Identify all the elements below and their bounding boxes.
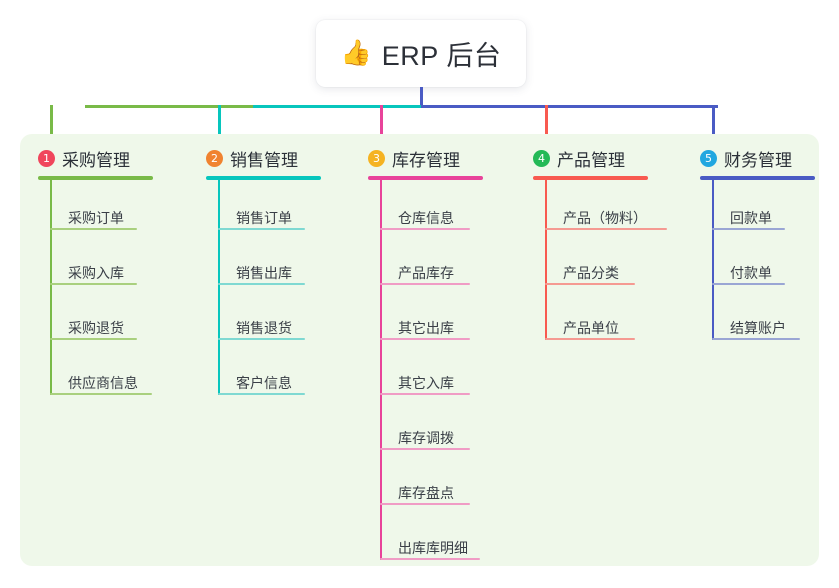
branch-item-label: 销售出库 [236,265,292,281]
branch-item-label: 仓库信息 [398,210,454,226]
branch-item-label: 产品单位 [563,320,619,336]
branch-item-label: 销售订单 [236,210,292,226]
branch-title-5: 财务管理 [724,151,792,170]
branch-item-rule [380,558,480,560]
bus-segment-teal [253,105,421,108]
branch-item-rule [380,228,470,230]
branch-item-label: 采购退货 [68,320,124,336]
branch-item-rule [50,283,137,285]
branch-number-badge-2: 2 [206,150,223,167]
branch-item-label: 产品分类 [563,265,619,281]
branch-item-label: 结算账户 [730,320,786,336]
branch-item-rule [545,338,635,340]
branch-header-1[interactable]: 1 采购管理 [38,146,130,171]
bus-segment-green [85,105,253,108]
bus-segment-blue [421,105,718,108]
branch-item-rule [712,338,800,340]
branch-title-3: 库存管理 [392,151,460,170]
branch-item-rule [50,338,137,340]
branch-item-label: 库存盘点 [398,485,454,501]
branch-number-badge-5: 5 [700,150,717,167]
branch-header-4[interactable]: 4 产品管理 [533,146,625,171]
branch-trunk-3 [380,179,382,560]
branch-item-label: 销售退货 [236,320,292,336]
branch-item-label: 其它出库 [398,320,454,336]
branch-item-label: 采购订单 [68,210,124,226]
branch-trunk-2 [218,179,220,395]
drop-connector-1 [50,105,53,143]
branch-item-label: 其它入库 [398,375,454,391]
branch-header-2[interactable]: 2 销售管理 [206,146,298,171]
branch-item-rule [50,393,152,395]
branch-title-4: 产品管理 [557,151,625,170]
branch-header-rule-2 [206,176,321,180]
drop-connector-3 [380,105,383,143]
branch-item-rule [380,338,470,340]
branches-panel: 1 采购管理采购订单采购入库采购退货供应商信息 2 销售管理销售订单销售出库销售退货客… [20,134,819,566]
branch-item-rule [545,228,667,230]
branch-item-rule [545,283,635,285]
root-title: ERP 后台 [381,41,502,71]
branch-item-label: 出库库明细 [398,540,468,556]
branch-number-badge-3: 3 [368,150,385,167]
branch-header-5[interactable]: 5 财务管理 [700,146,792,171]
branch-item-label: 回款单 [730,210,772,226]
branch-item-label: 客户信息 [236,375,292,391]
branch-item-rule [712,228,785,230]
thumbs-up-icon: 👍 [340,39,372,67]
root-stem-connector [420,87,423,107]
branch-item-rule [218,393,305,395]
branch-item-label: 付款单 [730,265,772,281]
branch-header-rule-5 [700,176,815,180]
branch-item-rule [218,338,305,340]
branch-item-label: 产品（物料） [563,210,647,226]
branch-item-rule [380,448,470,450]
branch-item-label: 供应商信息 [68,375,138,391]
branch-number-badge-4: 4 [533,150,550,167]
branch-item-rule [712,283,785,285]
branch-number-badge-1: 1 [38,150,55,167]
branch-item-rule [380,503,470,505]
branch-item-label: 产品库存 [398,265,454,281]
root-node[interactable]: 👍 ERP 后台 [316,20,526,87]
branch-header-rule-4 [533,176,648,180]
branch-item-rule [218,283,305,285]
drop-connector-5 [712,105,715,143]
drop-connector-4 [545,105,548,143]
branch-trunk-1 [50,179,52,395]
branch-item-label: 库存调拨 [398,430,454,446]
branch-header-rule-1 [38,176,153,180]
branch-item-rule [380,283,470,285]
branch-item-label: 采购入库 [68,265,124,281]
branch-header-rule-3 [368,176,483,180]
drop-connector-2 [218,105,221,143]
branch-title-1: 采购管理 [62,151,130,170]
branch-title-2: 销售管理 [230,151,298,170]
branch-item-rule [218,228,305,230]
branch-trunk-4 [545,179,547,340]
branch-item-rule [380,393,470,395]
branch-trunk-5 [712,179,714,340]
branch-header-3[interactable]: 3 库存管理 [368,146,460,171]
branch-item-rule [50,228,137,230]
